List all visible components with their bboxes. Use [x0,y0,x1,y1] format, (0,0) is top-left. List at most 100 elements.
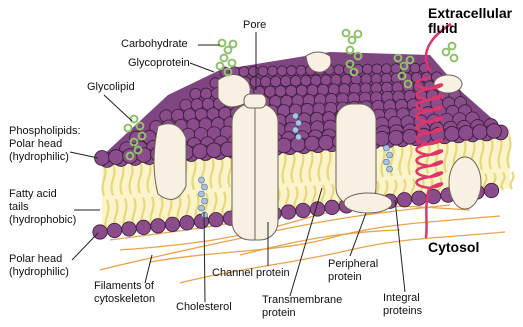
glycoprotein-leader [190,63,214,72]
polar-head [180,216,194,230]
glycolipid-sugar [131,116,138,123]
sugar-chain [355,31,362,38]
polar-head [412,191,426,205]
sugar-chain [451,55,458,62]
polar-head [93,225,107,239]
polar-head [487,124,502,139]
cholesterol-bead [293,127,299,133]
polar-head [268,66,278,76]
cholesterol-bead [293,113,299,119]
polar-head [331,75,342,86]
glycoprotein-sugar [221,55,228,62]
cytosol-label: Cytosol [428,240,479,255]
transmembrane-protein [336,104,376,204]
extracellular-fluid-label: Extracellular fluid [428,6,512,36]
cholesterol-bead [199,191,205,197]
glycolipid-leader [104,95,132,121]
polar-head [484,183,498,197]
integral-leader [395,200,405,292]
cholesterol-label: Cholesterol [176,301,232,314]
polar-head [459,125,474,140]
polar-head [375,131,390,146]
polar-head [277,66,287,76]
polar-head [325,200,339,214]
channel-protein-label: Channel protein [212,267,290,280]
cholesterol-bead [384,145,390,151]
polar-head [209,213,223,227]
peripheral-protein-label: Peripheral protein [328,258,378,284]
cholesterol-bead [202,198,208,204]
polar-head [193,144,208,159]
polar-head [389,130,404,145]
cholesterol-bead [384,159,390,165]
polar-head [270,76,281,87]
polar-head [305,136,320,151]
polar-head [258,66,268,76]
polar-head [122,222,136,236]
polar-head [341,74,352,85]
sugar-chain [443,49,450,56]
polar-head [391,64,401,74]
polar-head [397,193,411,207]
glycolipid-label: Glycolipid [87,81,135,94]
polar-head [296,203,310,217]
glycoprotein-sugar [217,63,224,70]
glycoprotein-sugar [225,47,232,54]
polar-head [473,125,488,140]
transmembrane-label: Transmembrane protein [262,294,342,320]
filaments-label: Filaments of cytoskeleton [94,280,155,306]
polar-head [363,64,373,74]
cholesterol-bead [296,134,302,140]
integral-proteins-label: Integral proteins [383,292,422,318]
polar-head [403,129,418,144]
sugar-chain [343,30,350,37]
polar-head [137,148,152,163]
polar-head [311,75,322,86]
sugar-chain [347,47,354,54]
peripheral-leader [350,213,366,256]
polar-head [280,76,291,87]
phospholipids-label: Phospholipids: Polar head (hydrophilic) [9,125,81,164]
carbohydrate-label: Carbohydrate [121,38,188,51]
cholesterol-bead [296,120,302,126]
polar-head [291,76,302,87]
sugar-chain [349,37,356,44]
polar-head [277,138,292,153]
polar-head [301,75,312,86]
polar-head [410,63,420,73]
polar-head [136,220,150,234]
integral-protein-right [449,157,481,209]
polar-head [165,217,179,231]
peripheral-protein [344,193,392,213]
cholesterol-bead [387,152,393,158]
polar-head [286,85,297,96]
polar-head [281,205,295,219]
polar-head [319,135,334,150]
polar-head [201,88,212,99]
polar-head [382,64,392,74]
cholesterol-bead [199,205,205,211]
cholesterol-bead [199,177,205,183]
polar-head [334,65,344,75]
glycoprotein-sugar [230,41,237,48]
channel-top-cap [244,94,266,108]
polar-head-leader [72,233,98,260]
polar-head [249,66,259,76]
cholesterol-bead [387,166,393,172]
cholesterol-bead [202,184,208,190]
polar-head [296,65,306,75]
helix-lower-strand [426,188,429,238]
polar-head [372,64,382,74]
sugar-chain [449,43,456,50]
polar-head [151,219,165,233]
polar-head [445,126,460,141]
polar-head [109,150,124,165]
fatty-acid-tails-label: Fatty acid tails (hydrophobic) [9,188,76,227]
glycoprotein-sugar [229,60,236,67]
polar-head [260,76,271,87]
polar-head [287,66,297,76]
polar-head-bottom-label: Polar head (hydrophilic) [9,253,69,279]
fatty-acid-tail [511,172,514,189]
polar-head [239,67,249,77]
